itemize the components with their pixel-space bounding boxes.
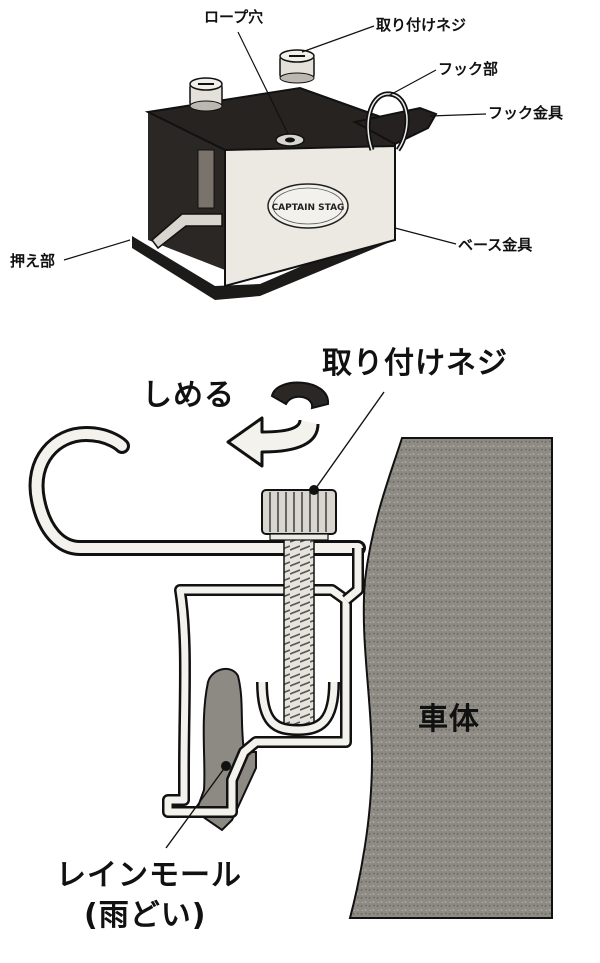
inner-bar [197, 149, 215, 209]
clamp-body-outline [162, 584, 352, 818]
press-element [150, 213, 223, 250]
brand-logo: CAPTAIN STAG [267, 183, 349, 229]
bottom-plate [132, 226, 395, 300]
label-mount-screw: 取り付けネジ [322, 346, 508, 381]
screw-left [189, 77, 223, 112]
label-press-part: 押え部 [10, 252, 56, 270]
label-car-body: 車体 [418, 702, 480, 737]
product-illustration: CAPTAIN STAG [132, 49, 438, 300]
label-mount-screw-top: 取り付けネジ [376, 16, 467, 34]
label-rain-mold: レインモール [56, 858, 242, 893]
label-hook-part: フック部 [438, 60, 499, 78]
hook-fitting-plate [352, 106, 438, 146]
screw-head [261, 485, 337, 535]
label-base-fitting: ベース金具 [458, 236, 533, 254]
section-diagram [28, 381, 553, 919]
logo-text: CAPTAIN STAG [272, 203, 345, 213]
screw-rod [283, 537, 315, 727]
screw-right [279, 49, 315, 84]
leader-lines-top [63, 25, 487, 261]
leader-lines-bottom [165, 391, 385, 849]
label-rain-gutter: (雨どい) [84, 898, 207, 933]
car-body-shape [348, 437, 553, 919]
rotate-arrow-icon [226, 381, 330, 468]
label-hook-fitting: フック金具 [488, 104, 564, 122]
label-tighten: しめる [142, 378, 235, 413]
label-rope-hole: ロープ穴 [204, 8, 264, 26]
